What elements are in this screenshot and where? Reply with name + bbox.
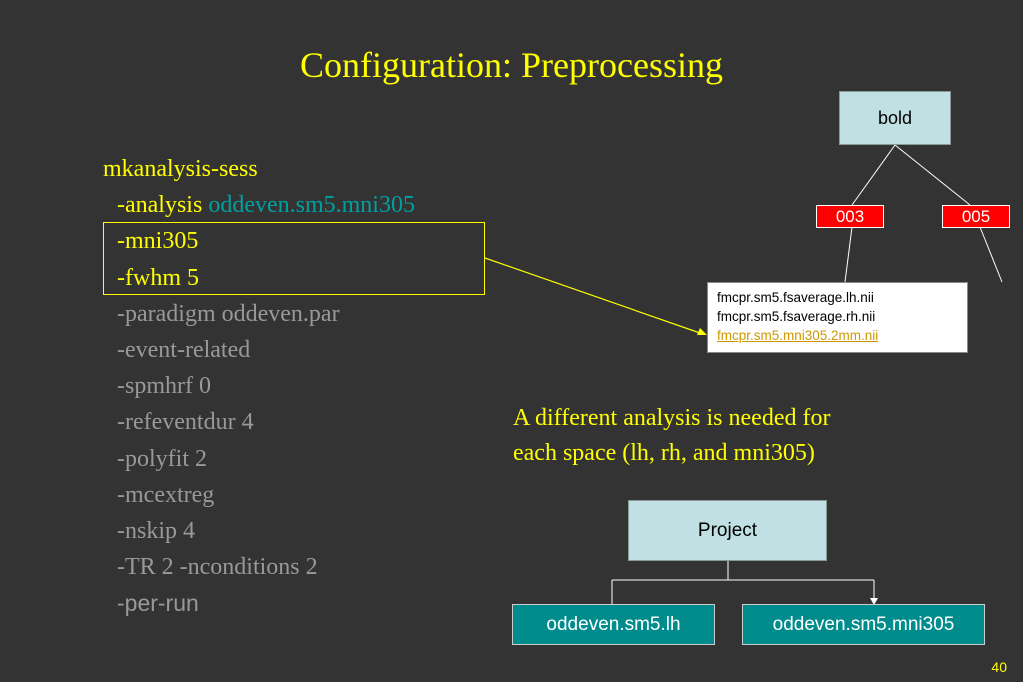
command-arg: -event-related bbox=[117, 336, 251, 363]
command-arg: -nskip 4 bbox=[117, 517, 195, 544]
file-item-highlighted: fmcpr.sm5.mni305.2mm.nii bbox=[717, 328, 879, 343]
command-arg: -per-run bbox=[117, 590, 199, 617]
run-node: 003 bbox=[816, 205, 884, 228]
command-arg: -mcextreg bbox=[117, 481, 215, 508]
analysis-arg: -analysis oddeven.sm5.mni305 bbox=[103, 187, 415, 223]
command-name: mkanalysis-sess bbox=[103, 156, 258, 182]
command-arg: -TR 2 -nconditions 2 bbox=[117, 554, 318, 581]
highlighted-arg: -fwhm 5 bbox=[117, 264, 199, 291]
file-item: fmcpr.sm5.fsaverage.lh.nii bbox=[717, 290, 874, 305]
command-arg: -spmhrf 0 bbox=[117, 373, 211, 400]
file-list: fmcpr.sm5.fsaverage.lh.nii fmcpr.sm5.fsa… bbox=[707, 282, 968, 353]
highlighted-arg: -mni305 bbox=[117, 228, 199, 255]
command-block: mkanalysis-sess -analysis oddeven.sm5.mn… bbox=[103, 151, 415, 621]
project-node: Project bbox=[628, 500, 827, 561]
analysis-flag: -analysis bbox=[117, 192, 203, 219]
analysis-node: oddeven.sm5.lh bbox=[512, 604, 715, 645]
file-item: fmcpr.sm5.fsaverage.rh.nii bbox=[717, 309, 876, 324]
analysis-node: oddeven.sm5.mni305 bbox=[742, 604, 985, 645]
command-arg: -refeventdur 4 bbox=[117, 409, 254, 436]
bold-node: bold bbox=[839, 91, 951, 145]
analysis-value: oddeven.sm5.mni305 bbox=[208, 192, 415, 219]
highlight-box bbox=[103, 222, 485, 295]
page-number: 40 bbox=[991, 659, 1007, 675]
run-node: 005 bbox=[942, 205, 1010, 228]
slide-title: Configuration: Preprocessing bbox=[300, 45, 723, 85]
command-arg: -paradigm oddeven.par bbox=[117, 300, 340, 327]
command-arg: -polyfit 2 bbox=[117, 445, 207, 472]
note-text: A different analysis is needed for each … bbox=[513, 405, 831, 466]
